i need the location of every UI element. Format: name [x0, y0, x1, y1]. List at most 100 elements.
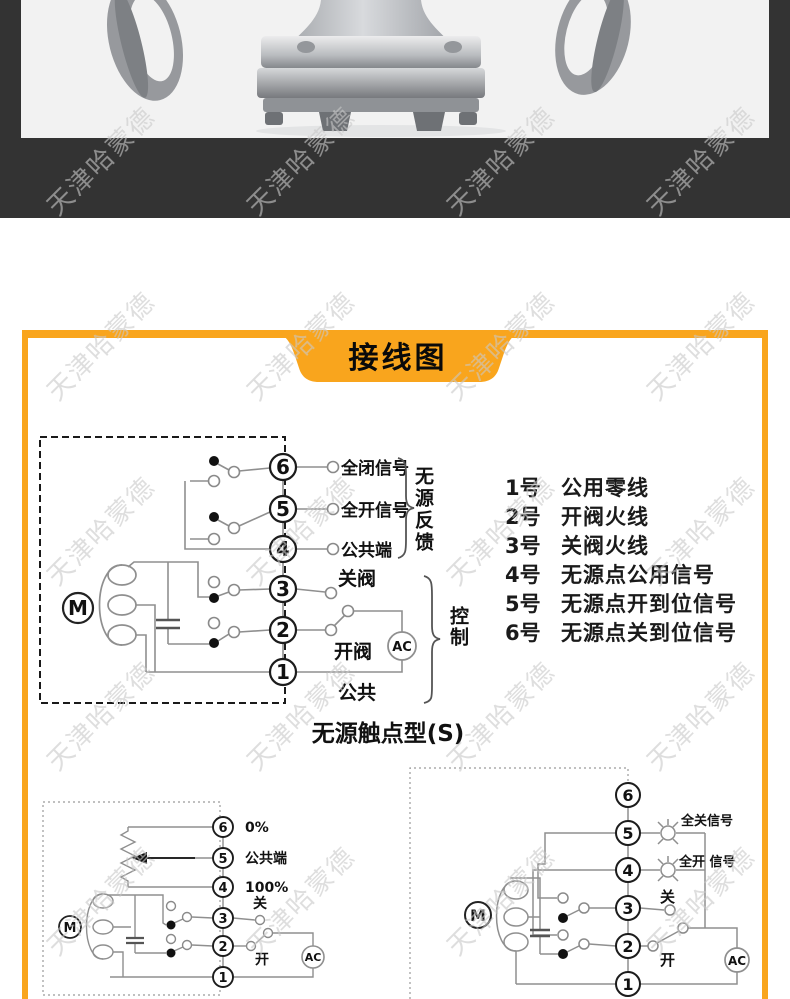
terminal-number: 1: [218, 971, 227, 986]
diagram-caption: 无源触点型(S): [311, 721, 465, 747]
wires: [510, 795, 738, 985]
wires: [107, 826, 314, 978]
terminal-number: 4: [218, 881, 227, 896]
motor-symbol: M: [58, 915, 82, 939]
motor-label: M: [68, 596, 88, 620]
tab-shape: [275, 330, 521, 382]
legend-no: 3号: [505, 534, 541, 558]
label-control: 控制: [447, 606, 469, 648]
label-full-close-signal: 全关信号: [680, 813, 733, 829]
label-close: 关: [660, 888, 675, 906]
ac-source-symbol: AC: [301, 945, 325, 969]
label-full-open-signal: 全开 信号: [678, 854, 736, 870]
bottom-right-wiring-diagram: M 6: [409, 767, 750, 999]
terminal-number: 3: [218, 912, 227, 927]
label-common-end: 公共端: [341, 540, 392, 561]
bottom-left-wiring-diagram: M 6: [42, 801, 325, 996]
terminal-labels: 全闭信号 全开信号 公共端 关阀 开阀 公共: [334, 458, 409, 704]
legend-no: 1号: [505, 476, 541, 500]
label-100pct: 100%: [245, 880, 288, 896]
terminal-strip: 6 5 4 3 2 1: [268, 452, 298, 687]
right-flange: [555, 0, 631, 95]
dotted-boundary: [409, 767, 629, 999]
legend-row: 3号关阀火线: [505, 532, 737, 561]
label-passive-feedback: 无源反馈: [412, 466, 434, 554]
terminal-number: 3: [622, 899, 633, 918]
legend-row: 2号开阀火线: [505, 503, 737, 532]
dark-banner-strip: [0, 0, 790, 218]
left-flange: [106, 0, 184, 101]
label-open-valve: 开阀: [334, 640, 372, 663]
label-close: 关: [253, 895, 267, 912]
label-close-valve: 关阀: [338, 567, 376, 590]
capacitor-symbol: [156, 618, 180, 630]
legend-desc: 无源点公用信号: [561, 563, 715, 587]
legend-no: 5号: [505, 592, 541, 616]
terminal-number: 6: [276, 455, 290, 479]
ac-label: AC: [305, 951, 322, 964]
legend-row: 5号无源点开到位信号: [505, 590, 737, 619]
motor-label: M: [64, 921, 77, 936]
terminal-number: 5: [622, 824, 633, 843]
ac-source-symbol: AC: [724, 947, 750, 973]
valve-photo-illustration: [106, 0, 631, 137]
terminal-number: 6: [622, 786, 633, 805]
wires: [127, 463, 403, 673]
legend-no: 4号: [505, 563, 541, 587]
legend-desc: 关阀火线: [561, 534, 649, 558]
terminal-number: 1: [276, 660, 290, 684]
braces: [397, 457, 441, 704]
dashed-boundary: [39, 436, 286, 704]
legend-desc: 无源点关到位信号: [561, 621, 737, 645]
lamp-full-open-icon: [657, 856, 679, 882]
terminal-labels: 0% 公共端 100% 关 开: [245, 820, 288, 968]
terminal-strip: 6 5 4 3 2 1: [212, 816, 234, 988]
label-full-close-signal: 全闭信号: [340, 458, 409, 479]
legend-desc: 无源点开到位信号: [561, 592, 737, 616]
terminal-number: 1: [622, 975, 633, 994]
label-common: 公共: [338, 682, 376, 704]
legend-row: 1号公用零线: [505, 474, 737, 503]
capacitor-symbol: [530, 928, 550, 938]
legend-desc: 开阀火线: [561, 505, 649, 529]
valve-feet: [265, 112, 477, 131]
photo-shadow: [256, 125, 506, 137]
switch-contacts: [557, 892, 689, 959]
switch-contacts: [207, 456, 355, 648]
panel-title-tab: 接线图: [275, 330, 521, 386]
label-full-open-signal: 全开信号: [340, 500, 409, 521]
terminal-number: 5: [276, 497, 290, 521]
wiring-diagram-panel: 接线图: [22, 330, 768, 999]
panel-title: 接线图: [348, 341, 448, 376]
terminal-strip: 6 5 4 3 2 1: [615, 782, 641, 997]
label-open: 开: [660, 951, 675, 969]
wiper-arrow: [132, 852, 195, 864]
terminal-number: 6: [218, 821, 227, 836]
label-open: 开: [255, 952, 269, 968]
terminal-number: 4: [622, 861, 633, 880]
terminal-number: 2: [276, 618, 290, 642]
legend-row: 6号无源点关到位信号: [505, 619, 737, 648]
motor-coils: [85, 893, 114, 960]
ac-label: AC: [392, 640, 412, 655]
motor-coils: [495, 880, 529, 952]
terminal-number: 2: [218, 940, 227, 955]
lamp-full-close-icon: [657, 819, 679, 845]
terminal-number: 4: [276, 537, 290, 561]
motor-label: M: [470, 906, 486, 925]
motor-symbol: M: [61, 591, 95, 625]
valve-body: [257, 0, 485, 131]
motor-coils: [98, 564, 137, 646]
top-wiring-diagram: M: [39, 436, 441, 704]
capacitor-symbol: [126, 936, 144, 945]
terminal-labels: 全关信号 全开 信号 关 开: [660, 813, 736, 969]
ac-label: AC: [728, 954, 746, 968]
terminal-legend: 1号公用零线 2号开阀火线 3号关阀火线 4号无源点公用信号 5号无源点开到位信…: [505, 474, 737, 648]
legend-no: 2号: [505, 505, 541, 529]
switch-contacts: [165, 900, 274, 958]
ac-source-symbol: AC: [387, 631, 417, 661]
terminal-number: 3: [276, 577, 290, 601]
product-photo: [21, 0, 769, 138]
dotted-boundary: [42, 801, 221, 996]
terminal-number: 2: [622, 937, 633, 956]
